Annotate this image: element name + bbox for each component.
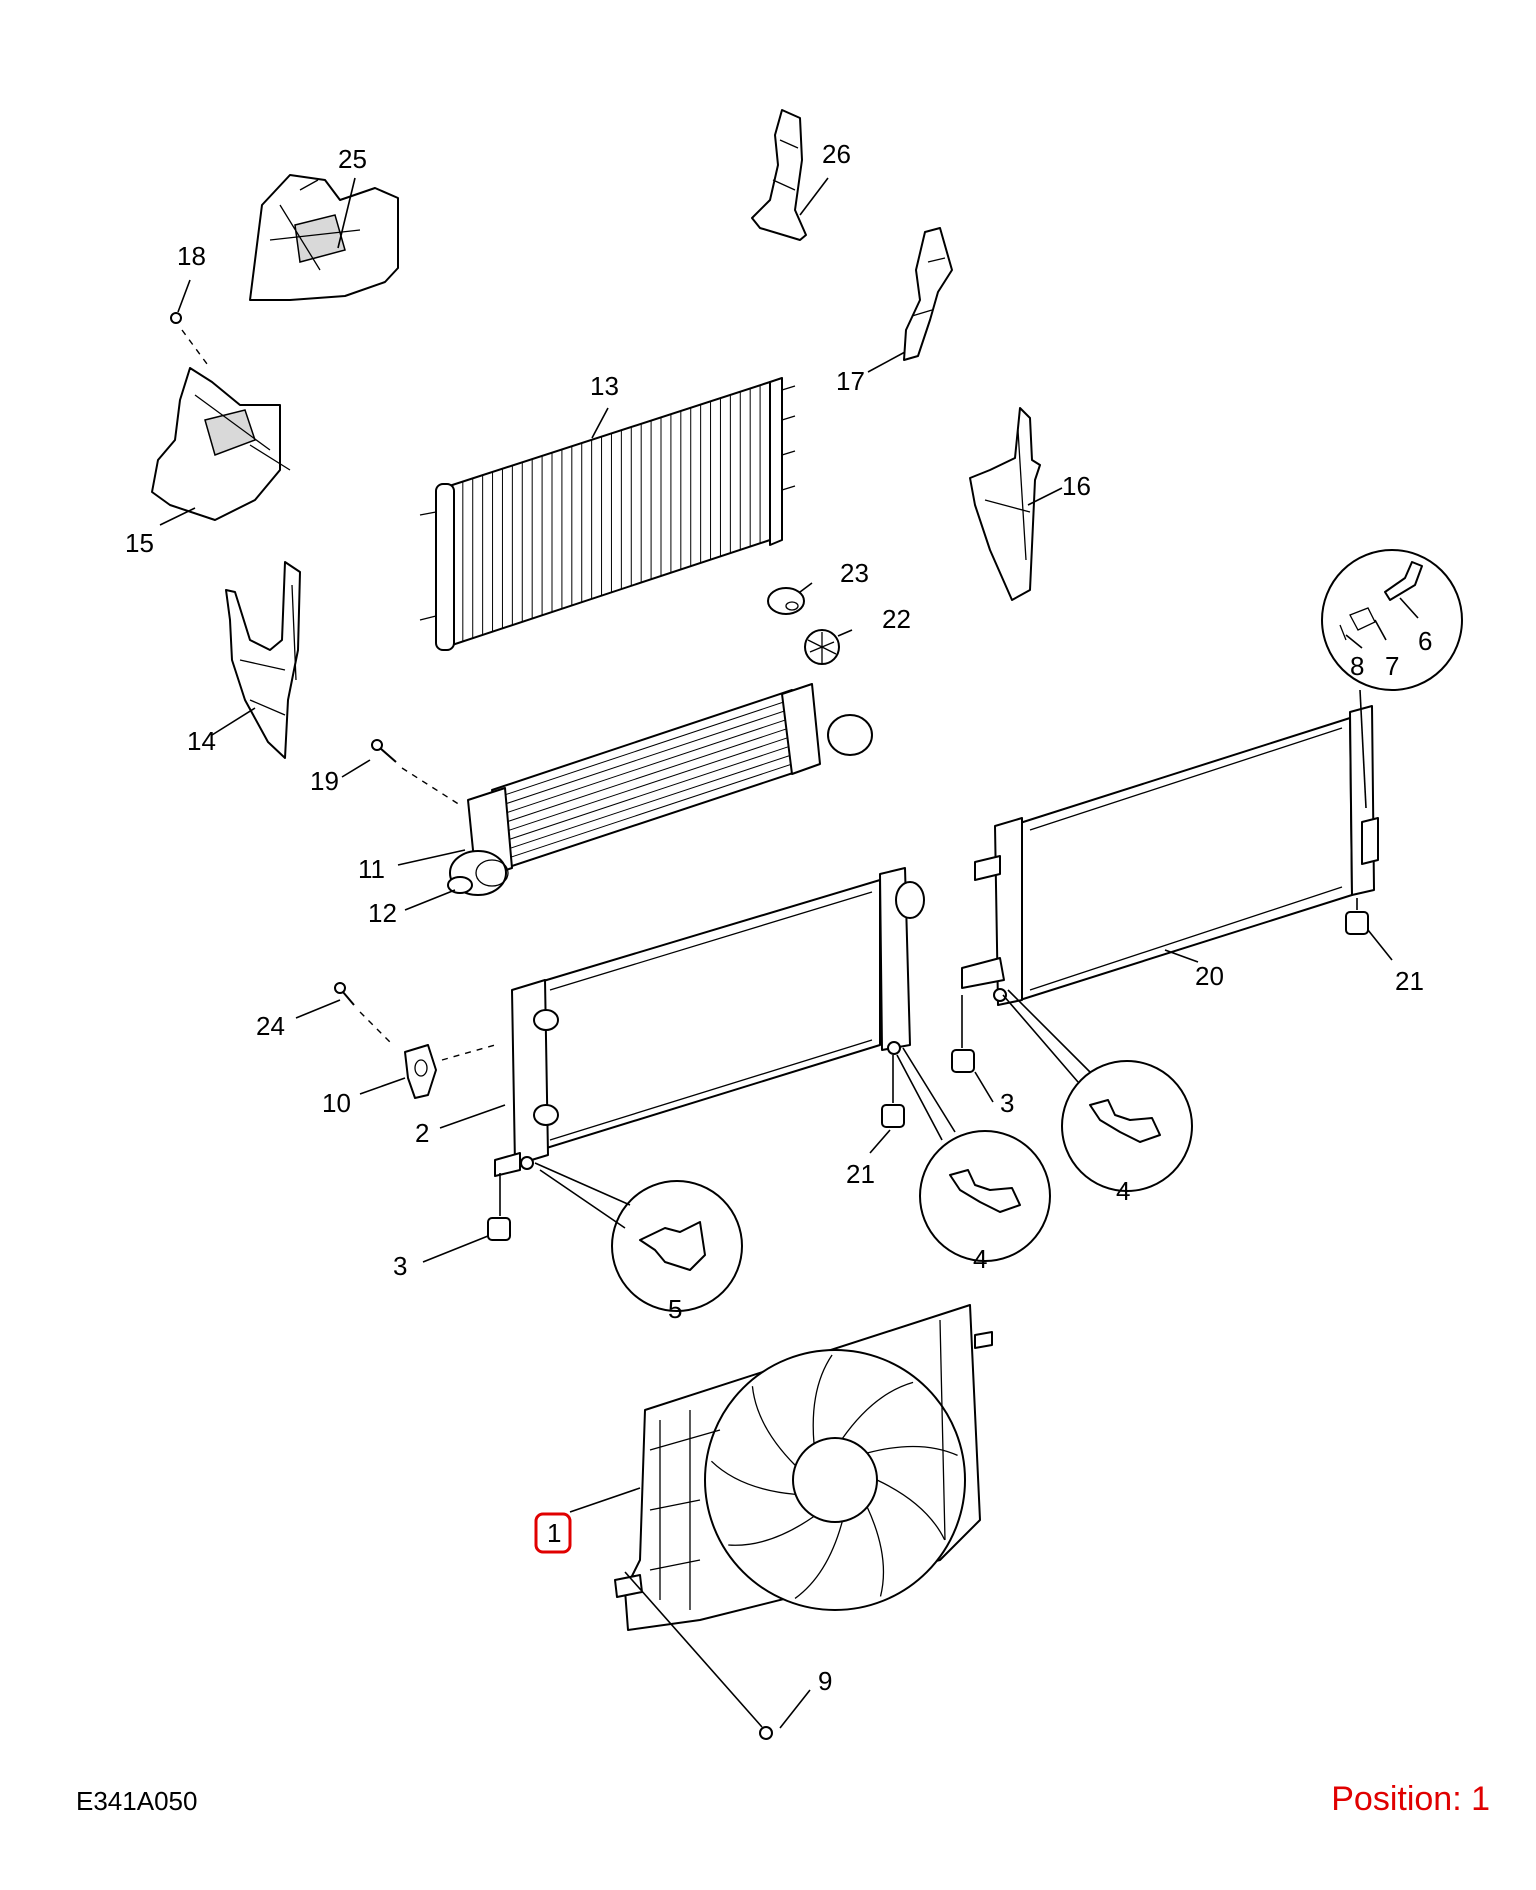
callout-19[interactable]: 19 bbox=[310, 766, 339, 796]
part-18-screw[interactable] bbox=[170, 312, 211, 369]
callout-1[interactable]: 1 bbox=[547, 1518, 561, 1548]
callout-10[interactable]: 10 bbox=[322, 1088, 351, 1118]
callout-25[interactable]: 25 bbox=[338, 144, 367, 174]
fin-line bbox=[499, 733, 798, 834]
diagram-reference-code: E341A050 bbox=[76, 1786, 198, 1816]
callout-3-left[interactable]: 3 bbox=[393, 1251, 407, 1281]
part-15-shield[interactable] bbox=[151, 367, 291, 521]
callout-18[interactable]: 18 bbox=[177, 241, 206, 271]
fan-blade bbox=[794, 1521, 843, 1599]
callout-11[interactable]: 11 bbox=[358, 854, 385, 884]
callout-13[interactable]: 13 bbox=[590, 371, 619, 401]
fin-line bbox=[504, 760, 802, 860]
part-1-fan-shroud[interactable] bbox=[569, 1304, 993, 1631]
part-23-bushing[interactable] bbox=[767, 587, 805, 615]
fan-blade bbox=[751, 1386, 796, 1467]
part-3-mount-right[interactable] bbox=[951, 995, 975, 1073]
fin-line bbox=[496, 716, 796, 817]
callout-4-right[interactable]: 4 bbox=[1116, 1176, 1130, 1206]
part-19-bolt[interactable] bbox=[371, 739, 461, 806]
detail-circle-6-7-8 bbox=[1321, 549, 1463, 809]
callout-5[interactable]: 5 bbox=[668, 1294, 682, 1324]
callout-12[interactable]: 12 bbox=[368, 898, 397, 928]
fan-blade bbox=[710, 1460, 796, 1496]
part-22-mount[interactable] bbox=[804, 629, 840, 665]
callout-21-left[interactable]: 21 bbox=[846, 1159, 875, 1189]
detail-circle-4-left bbox=[896, 1047, 1051, 1262]
callout-20[interactable]: 20 bbox=[1195, 961, 1224, 991]
part-12-stub[interactable] bbox=[447, 876, 473, 894]
part-10-bracket[interactable] bbox=[404, 1044, 496, 1099]
callout-2[interactable]: 2 bbox=[415, 1118, 429, 1148]
fan-blade bbox=[728, 1515, 815, 1546]
callout-26[interactable]: 26 bbox=[822, 139, 851, 169]
part-17-bracket[interactable] bbox=[903, 227, 953, 361]
part-24-bolt[interactable] bbox=[334, 982, 391, 1043]
part-26-bracket[interactable] bbox=[751, 109, 807, 241]
callout-15[interactable]: 15 bbox=[125, 528, 154, 558]
callout-8[interactable]: 8 bbox=[1350, 651, 1364, 681]
callout-21-right[interactable]: 21 bbox=[1395, 966, 1424, 996]
part-21-mount-right[interactable] bbox=[1345, 898, 1369, 935]
part-25-shield[interactable] bbox=[249, 174, 399, 301]
callout-4-left[interactable]: 4 bbox=[973, 1244, 987, 1274]
callout-16[interactable]: 16 bbox=[1062, 471, 1091, 501]
part-16-shield[interactable] bbox=[969, 407, 1041, 601]
callout-6[interactable]: 6 bbox=[1418, 626, 1432, 656]
fan-blade bbox=[866, 1506, 885, 1597]
fan-blade bbox=[841, 1381, 914, 1440]
fin-line bbox=[494, 707, 795, 808]
callout-24[interactable]: 24 bbox=[256, 1011, 285, 1041]
callout-1-highlight bbox=[534, 1512, 572, 1554]
fin-line bbox=[493, 698, 794, 800]
callout-23[interactable]: 23 bbox=[840, 558, 869, 588]
fin-line bbox=[502, 751, 800, 852]
part-20-radiator[interactable] bbox=[961, 705, 1379, 1006]
callout-9[interactable]: 9 bbox=[818, 1666, 832, 1696]
part-14-shield[interactable] bbox=[225, 561, 301, 759]
callout-22[interactable]: 22 bbox=[882, 604, 911, 634]
part-21-mount-left[interactable] bbox=[881, 1055, 905, 1128]
callout-14[interactable]: 14 bbox=[187, 726, 216, 756]
callout-17[interactable]: 17 bbox=[836, 366, 865, 396]
part-2-radiator[interactable] bbox=[494, 867, 925, 1177]
detail-circle-4-right bbox=[1002, 989, 1193, 1192]
callout-7[interactable]: 7 bbox=[1385, 651, 1399, 681]
leader-lines bbox=[159, 177, 1419, 1729]
fan-blade bbox=[876, 1479, 946, 1541]
fin-line bbox=[501, 742, 799, 843]
position-indicator: Position: 1 bbox=[1331, 1780, 1490, 1818]
callout-3-right[interactable]: 3 bbox=[1000, 1088, 1014, 1118]
fan-blade bbox=[812, 1354, 833, 1444]
callout-labels: 1 2 3 3 4 4 5 6 7 8 9 10 11 12 13 14 15 … bbox=[125, 139, 1432, 1696]
part-11-intercooler[interactable] bbox=[449, 683, 873, 896]
fan-blade bbox=[867, 1445, 958, 1456]
part-9-bolt[interactable] bbox=[624, 1571, 773, 1740]
detail-circle-5 bbox=[534, 1162, 743, 1312]
fin-line bbox=[498, 725, 797, 826]
part-13-condenser[interactable] bbox=[419, 377, 796, 651]
part-3-mount-left[interactable] bbox=[487, 1173, 511, 1241]
